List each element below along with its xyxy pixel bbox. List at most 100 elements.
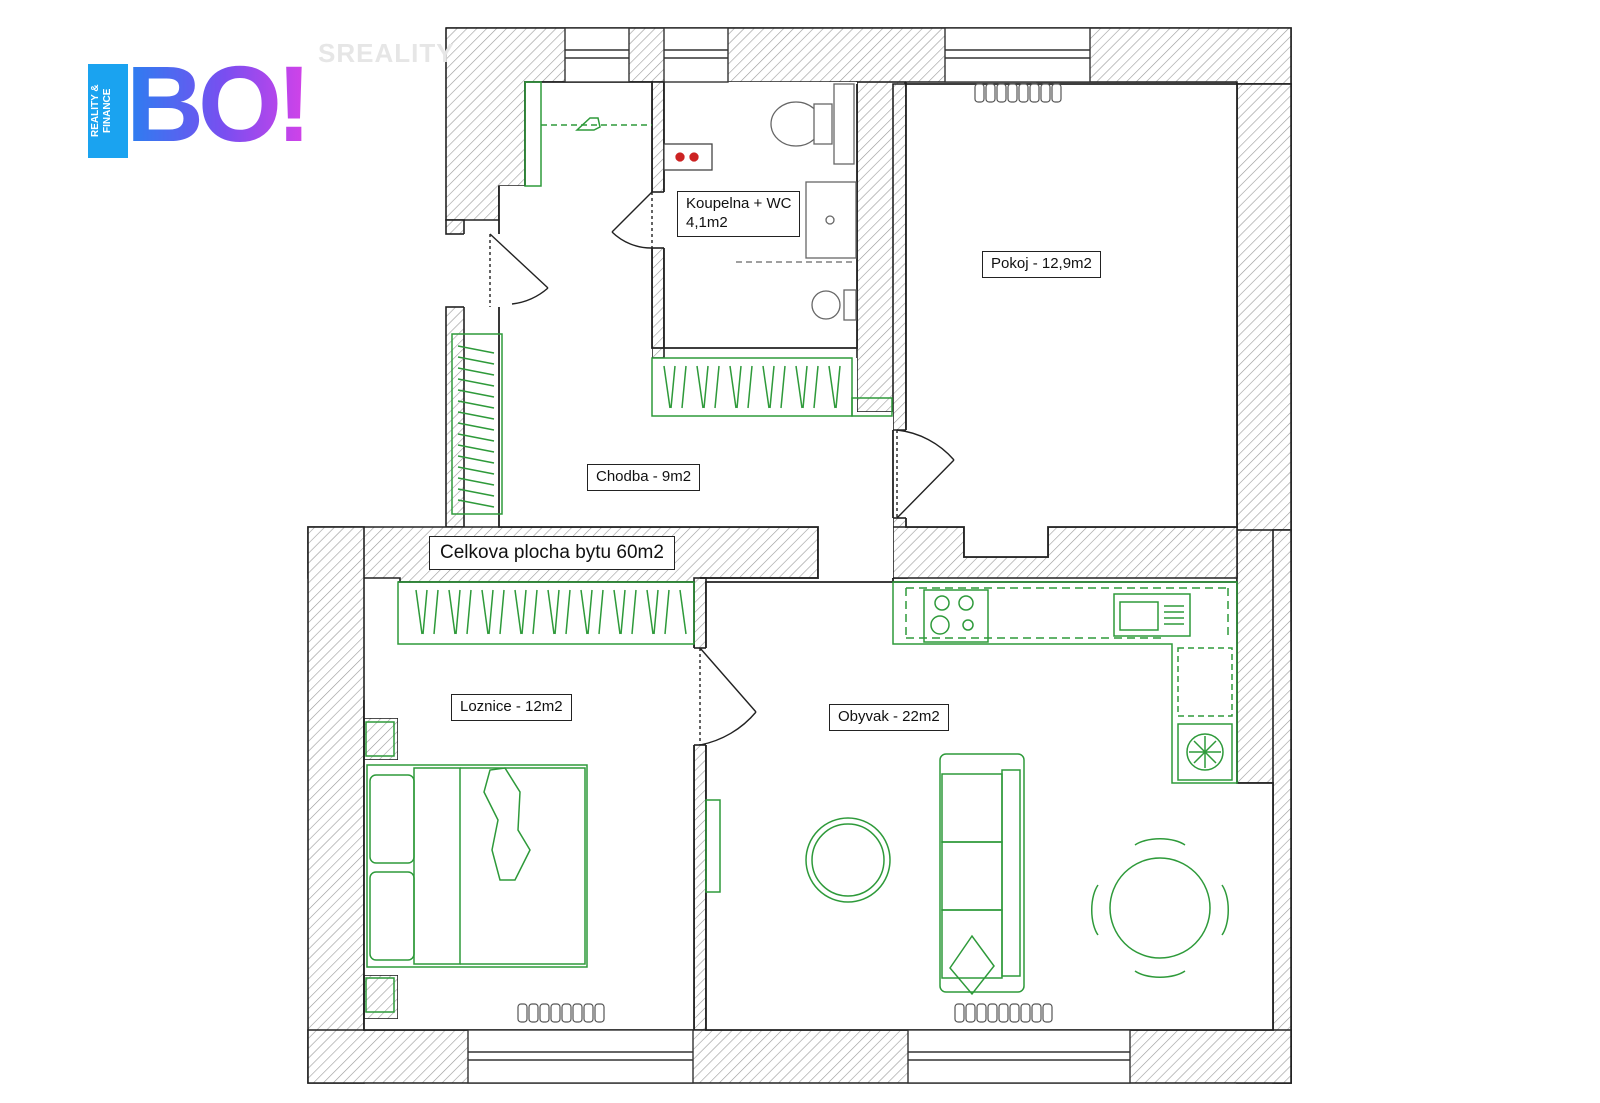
hanger	[481, 589, 489, 635]
hanger	[769, 365, 775, 409]
cooktop	[923, 589, 989, 643]
hanger	[455, 589, 461, 635]
radiator-fin	[996, 83, 1007, 103]
room-label-chodba: Chodba - 9m2	[587, 464, 701, 491]
hanger	[703, 365, 709, 409]
door-pokoj	[896, 429, 955, 519]
radiator-fin	[550, 1003, 561, 1023]
floor-pokoj	[906, 84, 1237, 557]
hanger	[587, 589, 593, 635]
hanger	[679, 589, 687, 635]
wall-partition	[693, 577, 707, 649]
floor-loznice	[364, 582, 694, 1030]
radiator-fin	[528, 1003, 539, 1023]
sofa	[939, 753, 1025, 996]
hanger	[457, 411, 495, 420]
windows	[467, 27, 1131, 1084]
floor-obyvak	[706, 582, 1273, 1030]
hanger	[714, 365, 720, 409]
room-label-pokoj: Pokoj - 12,9m2	[982, 251, 1101, 278]
hanger	[457, 455, 495, 464]
boiler	[663, 143, 713, 171]
radiator-fin	[1051, 83, 1062, 103]
hanger	[457, 488, 495, 497]
hanger	[415, 589, 423, 635]
radiator-fin	[987, 1003, 998, 1023]
hanger	[653, 589, 659, 635]
hanger	[554, 589, 560, 635]
wall-middle-right	[892, 526, 1238, 579]
radiator-fin	[1042, 1003, 1053, 1023]
wardrobe-corridor-bath	[651, 357, 893, 417]
hanger	[521, 589, 527, 635]
hanger	[488, 589, 494, 635]
window-top-pokoj	[944, 27, 1091, 83]
hanger	[457, 499, 495, 508]
hanger	[663, 365, 671, 409]
door-loznice	[699, 647, 757, 746]
wall-bath-left	[651, 81, 665, 193]
hanger	[499, 589, 505, 635]
nightstand-top	[365, 721, 395, 757]
hanger	[736, 365, 742, 409]
radiator-fin	[1020, 1003, 1031, 1023]
hanger	[835, 365, 841, 409]
hanger	[729, 365, 737, 409]
hanger	[664, 589, 670, 635]
wall-bottom	[307, 1029, 1292, 1084]
radiator-fin	[561, 1003, 572, 1023]
coffee-table	[805, 817, 891, 903]
logo-mark: BO!	[126, 43, 312, 164]
radiator-fin	[1007, 83, 1018, 103]
hanger	[646, 589, 654, 635]
window-top-bath	[663, 27, 729, 83]
wardrobe-loznice	[397, 581, 695, 645]
doors	[489, 191, 955, 746]
room-label-loznice: Loznice - 12m2	[451, 694, 572, 721]
hanger	[466, 589, 472, 635]
room-name-koupelna: Koupelna + WC	[686, 195, 792, 212]
hanger	[457, 356, 495, 365]
radiator-fin	[965, 1003, 976, 1023]
hanger	[681, 365, 687, 409]
total-area-label: Celkova plocha bytu 60m2	[429, 536, 675, 570]
hanger	[780, 365, 786, 409]
nightstand-bottom	[365, 977, 395, 1013]
window-bottom-obyvak	[907, 1029, 1131, 1084]
hanger	[828, 365, 836, 409]
radiator-fin	[985, 83, 996, 103]
tv	[705, 799, 721, 893]
room-floors	[364, 82, 1273, 1030]
radiator-fin	[1031, 1003, 1042, 1023]
radiator-fin	[1029, 83, 1040, 103]
hanger	[457, 389, 495, 398]
hanger	[532, 589, 538, 635]
hanger	[457, 466, 495, 475]
radiator-fin	[976, 1003, 987, 1023]
floor-chodba	[464, 82, 893, 578]
door-entrance	[489, 233, 549, 307]
radiator-fin	[572, 1003, 583, 1023]
logo-subtitle: REALITY & FINANCE	[90, 84, 113, 138]
hanger	[514, 589, 522, 635]
wall-left-upper	[445, 219, 465, 235]
hanger	[422, 589, 428, 635]
wall-bath-left2	[651, 247, 665, 359]
wardrobe-corridor-left	[451, 333, 503, 515]
window-top-left	[564, 27, 630, 83]
watermark: SREALITY	[318, 38, 455, 68]
wall-left-mid	[445, 306, 465, 528]
shower-tray	[805, 181, 857, 259]
hanger	[457, 477, 495, 486]
radiator-fin	[1040, 83, 1051, 103]
furniture	[365, 81, 1238, 1013]
bed	[366, 764, 588, 968]
washbasin	[811, 289, 857, 321]
hanger	[747, 365, 753, 409]
wall-right-upper	[1236, 83, 1292, 531]
hanger	[457, 378, 495, 387]
wall-right-lower	[1272, 529, 1292, 1084]
room-label-koupelna: Koupelna + WC 4,1m2	[677, 191, 801, 237]
hanger	[598, 589, 604, 635]
